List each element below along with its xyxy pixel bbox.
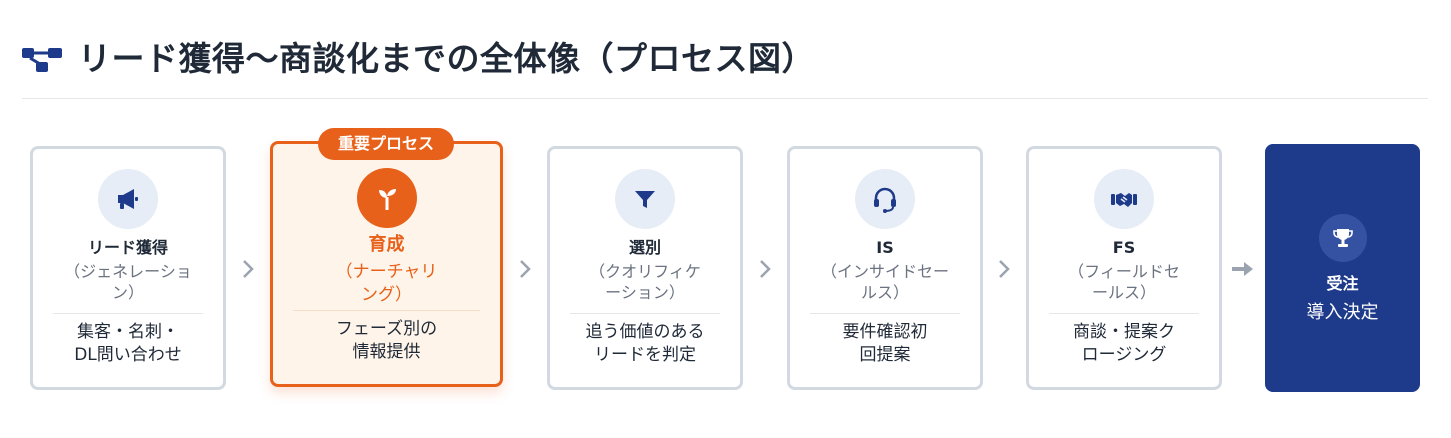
- headset-icon: [874, 187, 896, 213]
- final-description: 導入決定: [1306, 302, 1379, 323]
- chevron-right-icon: [999, 260, 1010, 278]
- step-card-inside-sales: IS （インサイドセールス） 要件確認初回提案: [787, 146, 983, 390]
- page-title: リード獲得〜商談化までの全体像（プロセス図）: [78, 39, 815, 78]
- final-card-order: 受注 導入決定: [1265, 144, 1420, 392]
- megaphone-icon: [118, 189, 138, 209]
- filter-icon: [635, 191, 655, 208]
- step-description: フェーズ別の情報提供: [335, 319, 438, 362]
- step-description: 集客・名刺・DL問い合わせ: [74, 322, 182, 365]
- final-title: 受注: [1326, 274, 1359, 293]
- handshake-icon: [1111, 193, 1137, 207]
- arrow-right-icon: [1232, 262, 1253, 276]
- page-header: リード獲得〜商談化までの全体像（プロセス図）: [22, 28, 1428, 99]
- step-description: 商談・提案クロージング: [1073, 322, 1175, 365]
- step-card-nurturing: 育成 （ナーチャリング） フェーズ別の情報提供: [270, 141, 503, 387]
- divider: [1049, 313, 1199, 314]
- step-card-field-sales: FS （フィールドセールス） 商談・提案クロージング: [1026, 146, 1222, 390]
- chevron-right-icon: [520, 260, 531, 278]
- divider: [570, 313, 720, 314]
- divider: [293, 310, 480, 311]
- important-process-badge: 重要プロセス: [318, 128, 454, 160]
- step-card-lead-generation: リード獲得 （ジェネレーション） 集客・名刺・DL問い合わせ: [30, 146, 226, 390]
- step-title: 育成: [368, 234, 405, 255]
- chevron-right-icon: [243, 260, 254, 278]
- step-subtitle: （ナーチャリング）: [335, 262, 438, 305]
- step-description: 要件確認初回提案: [842, 322, 928, 365]
- step-subtitle: （クオリフィケーション）: [589, 262, 701, 302]
- seedling-icon: [378, 189, 396, 210]
- sitemap-icon: [22, 48, 62, 72]
- step-title: リード獲得: [87, 238, 168, 257]
- chevron-right-icon: [760, 260, 771, 278]
- step-title: IS: [876, 238, 894, 257]
- step-title: FS: [1112, 238, 1136, 257]
- divider: [53, 313, 203, 314]
- divider: [810, 313, 960, 314]
- step-card-qualification: 選別 （クオリフィケーション） 追う価値のあるリードを判定: [547, 146, 743, 390]
- trophy-icon: [1332, 229, 1353, 247]
- step-subtitle: （インサイドセールス）: [820, 262, 949, 302]
- step-subtitle: （ジェネレーション）: [64, 262, 192, 302]
- step-description: 追う価値のあるリードを判定: [585, 322, 705, 365]
- step-title: 選別: [628, 238, 661, 257]
- step-subtitle: （フィールドセールス）: [1068, 262, 1180, 302]
